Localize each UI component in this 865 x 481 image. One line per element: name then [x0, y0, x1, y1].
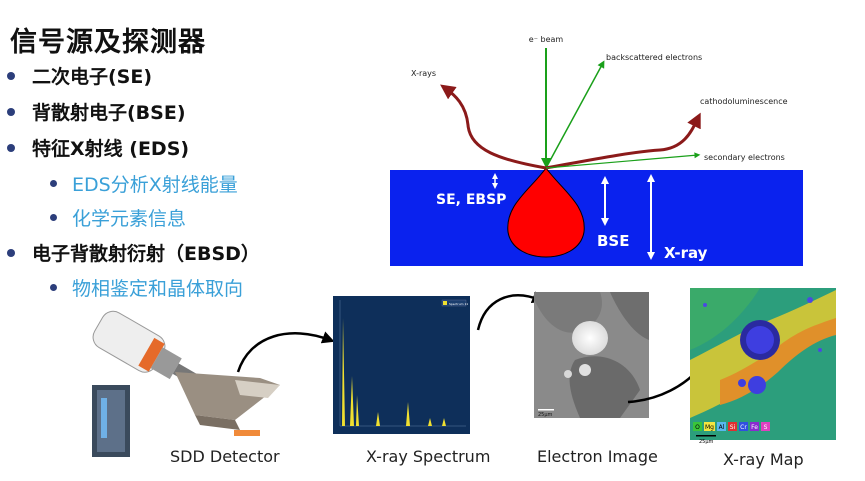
page-title: 信号源及探测器 [10, 27, 206, 58]
caption-sdd: SDD Detector [170, 447, 280, 466]
caption-electron: Electron Image [537, 447, 658, 466]
interaction-volume [507, 167, 585, 258]
electron-image: 25μm [534, 292, 649, 418]
svg-text:Mg: Mg [705, 424, 714, 431]
sample-block [390, 170, 803, 266]
bullet-phase-orientation: 物相鉴定和晶体取向 [48, 274, 243, 301]
bullet-ebsd: 电子背散射衍射（EBSD） [7, 239, 260, 266]
svg-text:Al: Al [719, 424, 725, 431]
bullet-se: 二次电子(SE) [6, 62, 152, 89]
caption-spectrum: X-ray Spectrum [366, 447, 491, 466]
arrow-to-electron-image [476, 291, 545, 331]
xrays-arrow [440, 84, 547, 170]
svg-text:Fe: Fe [751, 424, 758, 431]
backscattered-arrow [545, 60, 605, 169]
bullet-chem-info: 化学元素信息 [48, 204, 186, 231]
xray-map-image [690, 288, 836, 440]
legend-chip-fe [750, 422, 759, 431]
se-ebsp-label: SE, EBSP [436, 192, 506, 208]
backscattered-label: backscattered electrons [606, 53, 702, 62]
bullet-bse: 背散射电子(BSE) [7, 98, 186, 125]
spectrum-legend: Spectrum 11 [449, 302, 468, 306]
legend-chip-al [717, 422, 726, 431]
ebeam-label: e⁻ beam [529, 35, 564, 44]
svg-text:S: S [764, 424, 768, 431]
cathodo-arrow [545, 112, 701, 170]
map-element-legend: O Mg Al Si Cr Fe S 25μm [693, 422, 770, 445]
svg-text:Si: Si [730, 424, 736, 431]
electron-scalebar: 25μm [538, 412, 553, 418]
cathodo-label: cathodoluminescence [700, 97, 788, 106]
svg-text:Cr: Cr [740, 424, 747, 431]
xray-label: X-ray [664, 244, 708, 262]
secondary-arrow [545, 152, 701, 169]
svg-text:O: O [695, 424, 700, 431]
sdd-detector-image [92, 310, 280, 457]
bullet-eds-energy: EDS分析X射线能量 [48, 170, 238, 197]
map-scalebar: 25μm [699, 439, 714, 445]
bullet-eds: 特征X射线 (EDS) [6, 134, 189, 161]
xrays-label: X-rays [411, 69, 436, 78]
arrow-to-spectrum [236, 331, 335, 373]
legend-chip-mg [704, 422, 715, 431]
legend-chip-si [728, 422, 737, 431]
xray-spectrum-image: Spectrum 11 [333, 296, 470, 434]
secondary-label: secondary electrons [704, 153, 785, 162]
legend-chip-cr [739, 422, 748, 431]
caption-map: X-ray Map [723, 450, 804, 469]
legend-chip-o [693, 422, 702, 431]
bse-label: BSE [597, 232, 629, 250]
legend-chip-s [761, 422, 770, 431]
